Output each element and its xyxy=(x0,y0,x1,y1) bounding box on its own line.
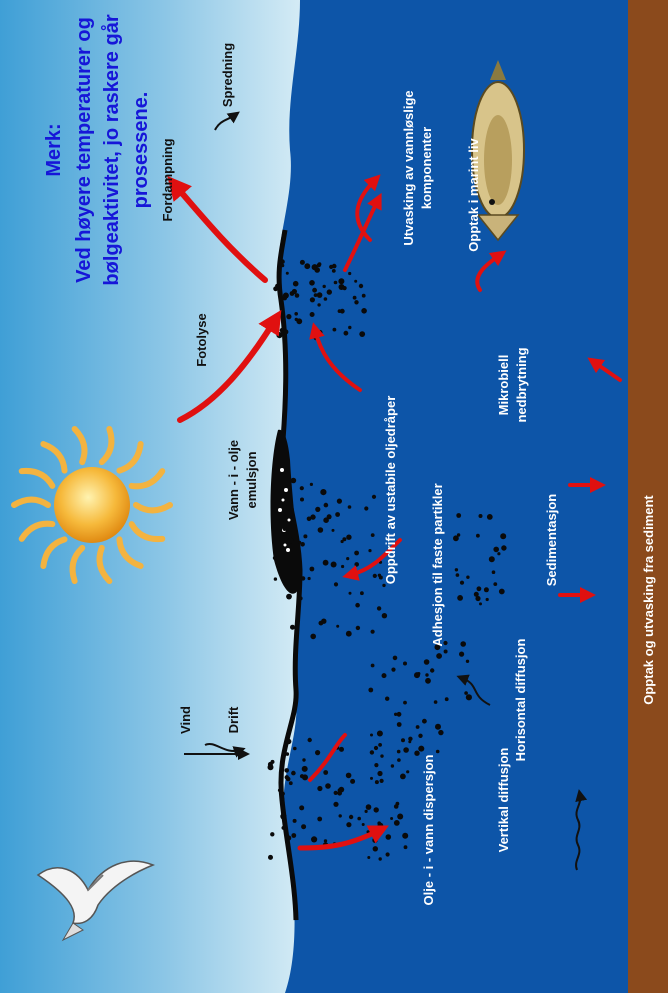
label-opptak-marint: Opptak i marint liv xyxy=(466,138,481,252)
label-mikrobiell-1: Mikrobiell xyxy=(496,355,511,416)
label-utvasking-2: komponenter xyxy=(419,127,434,209)
label-oppdrift: Oppdrift av ustabile oljedråper xyxy=(383,396,398,585)
label-vertikal: Vertikal diffusjon xyxy=(496,748,511,853)
label-emulsjon-1: Vann - i - olje xyxy=(226,440,241,520)
label-adhesjon: Adhesjon til faste partikler xyxy=(430,483,445,646)
label-drift: Drift xyxy=(226,706,241,733)
note-line-2: Ved høyere temperaturer og xyxy=(73,17,95,283)
label-utvasking-1: Utvasking av vannløslige xyxy=(401,90,416,245)
note-line-1: Merk: xyxy=(43,123,65,176)
label-fordampning: Fordampning xyxy=(160,138,175,221)
label-mikrobiell-2: nedbrytning xyxy=(514,347,529,422)
label-spredning: Spredning xyxy=(220,43,235,107)
label-vind: Vind xyxy=(178,706,193,734)
label-fotolyse: Fotolyse xyxy=(194,313,209,366)
label-emulsjon-2: emulsjon xyxy=(244,451,259,508)
note-line-4: prosessene. xyxy=(130,92,152,209)
label-horisontal: Horisontal diffusjon xyxy=(513,639,528,762)
label-dispersjon: Olje - i - vann dispersjon xyxy=(421,754,436,905)
label-sediment: Opptak og utvasking fra sediment xyxy=(641,495,656,705)
label-sedimentasjon: Sedimentasjon xyxy=(544,494,559,587)
note-line-3: bølgeaktivitet, jo raskere går xyxy=(100,14,123,285)
